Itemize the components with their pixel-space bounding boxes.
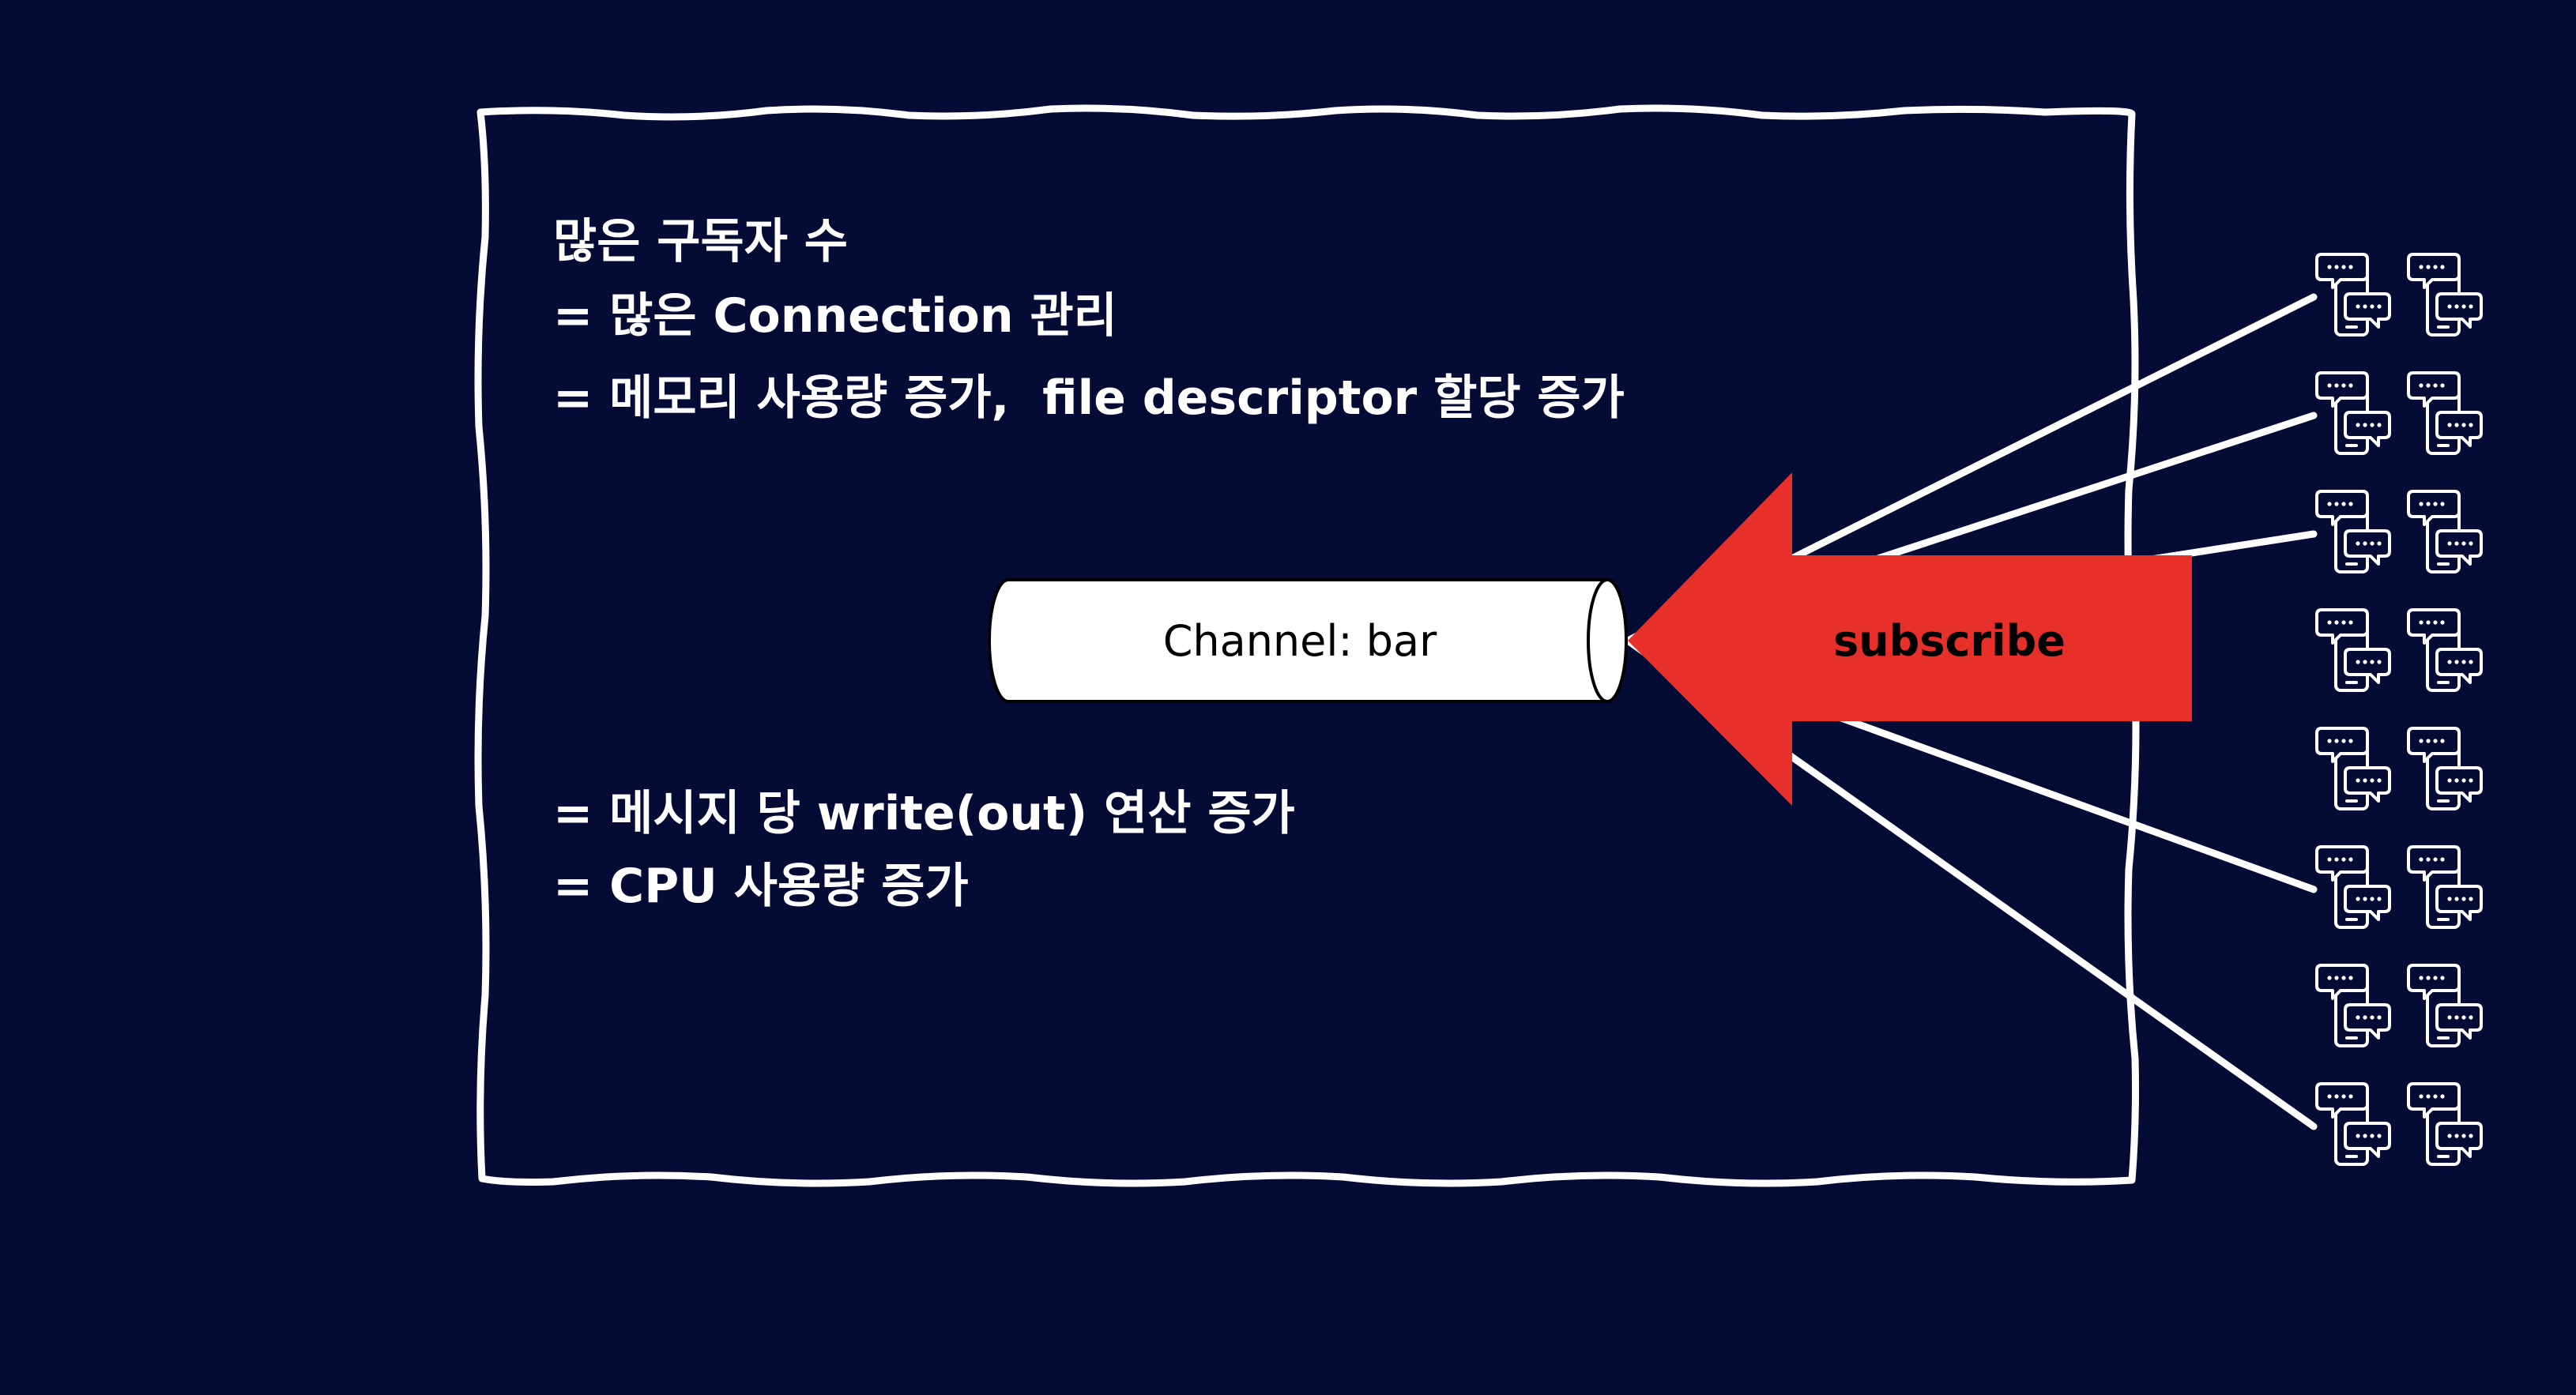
channel-cylinder: Channel: bar bbox=[988, 578, 1628, 703]
sketch-frame bbox=[474, 104, 2140, 1187]
note-cpu-usage: = CPU 사용량 증가 bbox=[553, 859, 969, 914]
phone-chat-icon bbox=[2315, 371, 2391, 455]
phone-chat-icon bbox=[2315, 727, 2391, 810]
subscribe-label: subscribe bbox=[1833, 616, 2066, 666]
channel-label: Channel: bar bbox=[1163, 616, 1437, 666]
phone-chat-icon bbox=[2315, 1082, 2391, 1166]
subscribe-arrow: subscribe bbox=[1628, 472, 2192, 806]
note-write-operations: = 메시지 당 write(out) 연산 증가 bbox=[553, 786, 1295, 841]
phone-chat-icon bbox=[2315, 490, 2391, 573]
phone-chat-icon bbox=[2407, 727, 2483, 810]
phone-chat-icon bbox=[2407, 964, 2483, 1047]
phone-chat-icon bbox=[2315, 253, 2391, 337]
phone-chat-icon bbox=[2315, 608, 2391, 692]
phone-chat-icon bbox=[2407, 490, 2483, 573]
subscribe-arrow-shape bbox=[1628, 472, 2192, 806]
subscriber-grid bbox=[2315, 253, 2483, 1166]
note-memory-usage: = 메모리 사용량 증가, file descriptor 할당 증가 bbox=[553, 370, 1625, 426]
channel-end-cap bbox=[1587, 578, 1628, 703]
phone-chat-icon bbox=[2407, 253, 2483, 337]
phone-chat-icon bbox=[2407, 1082, 2483, 1166]
phone-chat-icon bbox=[2407, 371, 2483, 455]
note-connection-management: = 많은 Connection 관리 bbox=[553, 288, 1117, 344]
note-subscriber-count: 많은 구독자 수 bbox=[553, 214, 848, 269]
phone-chat-icon bbox=[2315, 964, 2391, 1047]
phone-chat-icon bbox=[2407, 608, 2483, 692]
phone-chat-icon bbox=[2315, 845, 2391, 929]
phone-chat-icon bbox=[2407, 845, 2483, 929]
